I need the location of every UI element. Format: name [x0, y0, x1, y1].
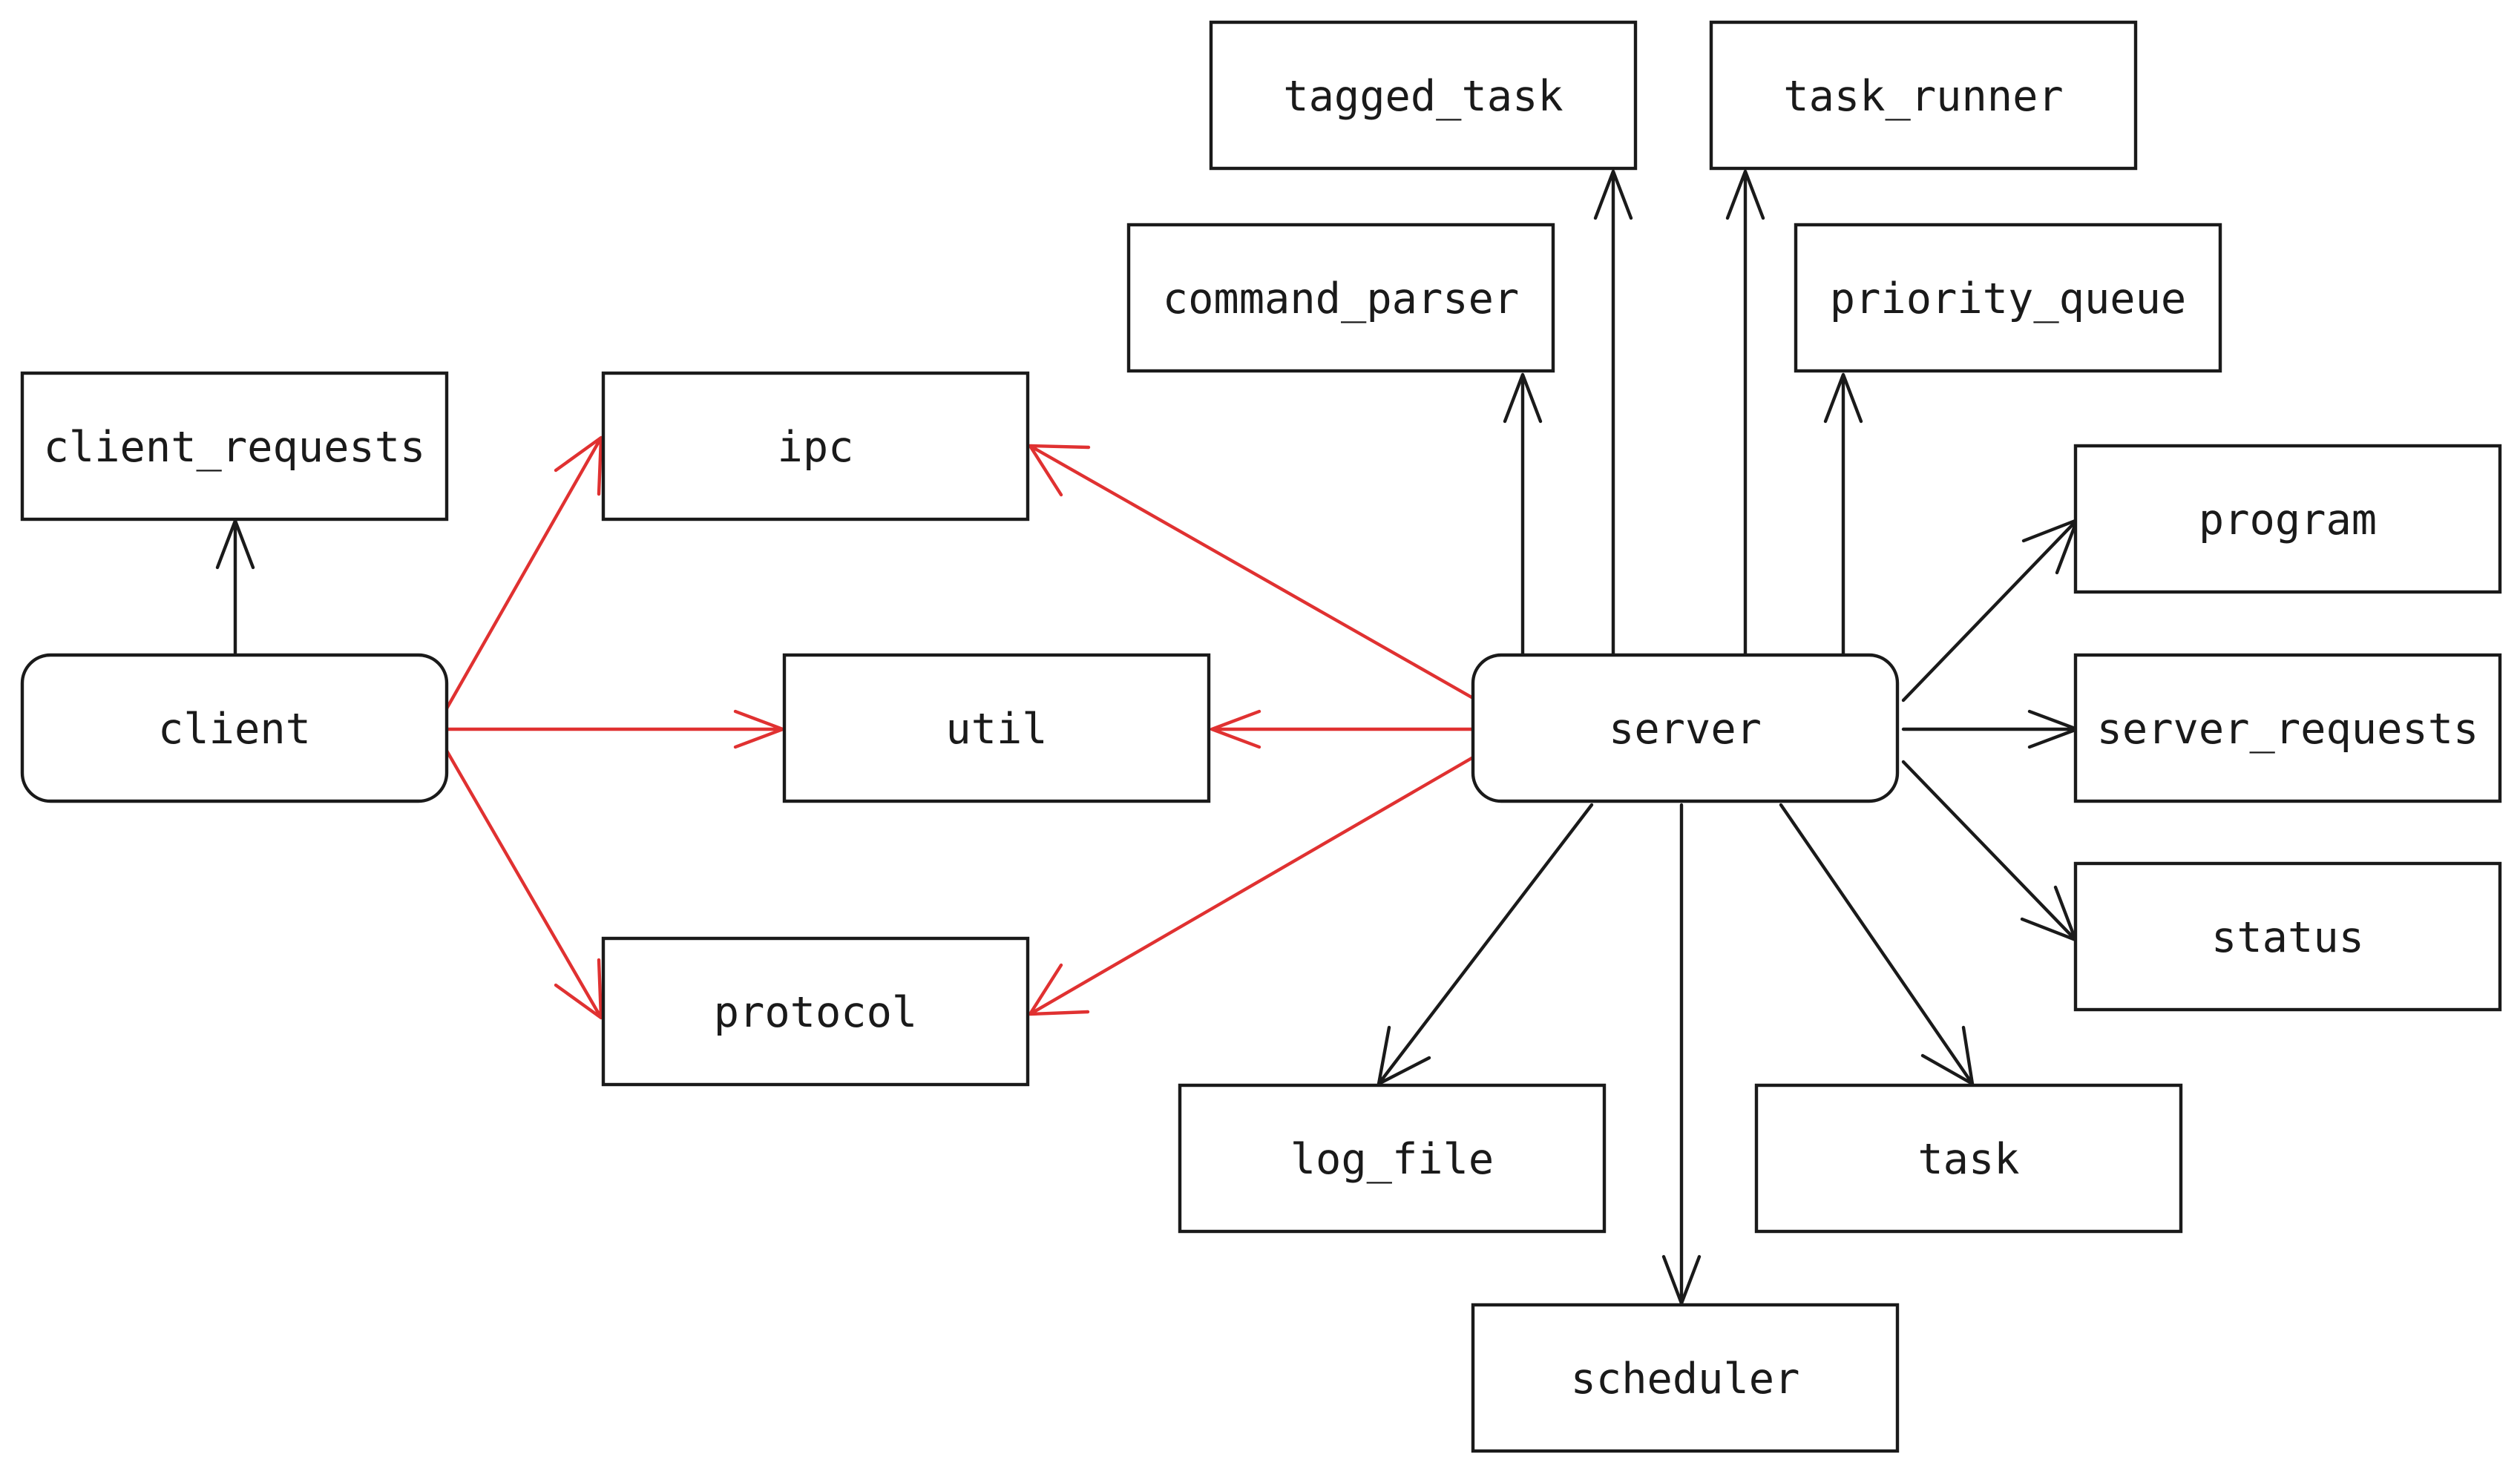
node-program-label: program: [2199, 496, 2377, 544]
node-log-file-box: [1178, 1083, 1607, 1234]
node-program-box: [2073, 444, 2502, 594]
node-scheduler-label: scheduler: [1571, 1355, 1800, 1404]
node-task-label: task: [1917, 1135, 2019, 1184]
node-task-runner-label: task_runner: [1783, 72, 2064, 121]
edge-server-to-server-requests: [1901, 709, 2079, 749]
node-task-runner: task_runner: [1709, 20, 2138, 171]
node-client-box: [20, 653, 449, 803]
edge-server-to-ipc: [1028, 444, 1475, 700]
node-priority-queue: priority_queue: [1794, 223, 2222, 373]
node-server-requests: server_requests: [2073, 653, 2502, 803]
node-log-file-label: log_file: [1290, 1135, 1494, 1184]
node-client-label: client: [158, 705, 311, 754]
module-nodes: client server client_requests ipc util p…: [20, 20, 2502, 1453]
edge-server-to-scheduler: [1661, 803, 1702, 1306]
node-status-label: status: [2211, 913, 2364, 962]
edge-server-to-task-runner: [1725, 169, 1765, 657]
node-priority-queue-label: priority_queue: [1830, 274, 2186, 323]
node-command-parser: command_parser: [1126, 223, 1555, 373]
node-util-label: util: [945, 705, 1047, 754]
dependency-edges: [215, 169, 2079, 1306]
node-protocol: protocol: [601, 936, 1030, 1087]
node-program: program: [2073, 444, 2502, 594]
node-priority-queue-box: [1794, 223, 2222, 373]
node-status: status: [2073, 861, 2502, 1012]
node-ipc-box: [601, 371, 1030, 522]
node-task: task: [1754, 1083, 2183, 1234]
node-util: util: [782, 653, 1211, 803]
node-task-box: [1754, 1083, 2183, 1234]
node-client-requests-label: client_requests: [44, 423, 426, 472]
edge-server-to-status: [1901, 760, 2078, 942]
node-util-box: [782, 653, 1211, 803]
node-scheduler-box: [1471, 1303, 1900, 1453]
edge-server-to-program: [1901, 518, 2079, 703]
node-client-requests-box: [20, 371, 449, 522]
node-client: client: [20, 653, 449, 803]
edge-server-to-priority-queue: [1823, 372, 1863, 657]
node-server-requests-box: [2073, 653, 2502, 803]
node-task-runner-box: [1709, 20, 2138, 171]
node-server-requests-label: server_requests: [2097, 705, 2479, 754]
edge-server-to-log-file: [1377, 803, 1594, 1086]
node-protocol-box: [601, 936, 1030, 1087]
edge-server-to-task: [1779, 803, 1975, 1086]
edge-server-to-command-parser: [1503, 372, 1543, 657]
node-tagged-task-label: tagged_task: [1283, 72, 1563, 121]
node-log-file: log_file: [1178, 1083, 1607, 1234]
edge-client-to-client-requests: [215, 519, 255, 655]
node-command-parser-label: command_parser: [1163, 274, 1519, 323]
node-server: server: [1471, 653, 1900, 803]
node-ipc: ipc: [601, 371, 1030, 522]
node-scheduler: scheduler: [1471, 1303, 1900, 1453]
edge-server-to-util: [1210, 709, 1475, 749]
edge-server-to-tagged-task: [1593, 169, 1633, 657]
node-status-box: [2073, 861, 2502, 1012]
edge-client-to-ipc: [444, 435, 603, 711]
node-server-box: [1471, 653, 1900, 803]
node-tagged-task: tagged_task: [1209, 20, 1638, 171]
node-ipc-label: ipc: [778, 423, 854, 472]
node-protocol-label: protocol: [714, 988, 918, 1037]
node-client-requests: client_requests: [20, 371, 449, 522]
node-server-label: server: [1609, 705, 1762, 754]
node-tagged-task-box: [1209, 20, 1638, 171]
edge-client-to-protocol: [444, 748, 603, 1020]
edge-server-to-protocol: [1028, 755, 1475, 1016]
edge-client-to-util: [444, 709, 785, 749]
node-command-parser-box: [1126, 223, 1555, 373]
